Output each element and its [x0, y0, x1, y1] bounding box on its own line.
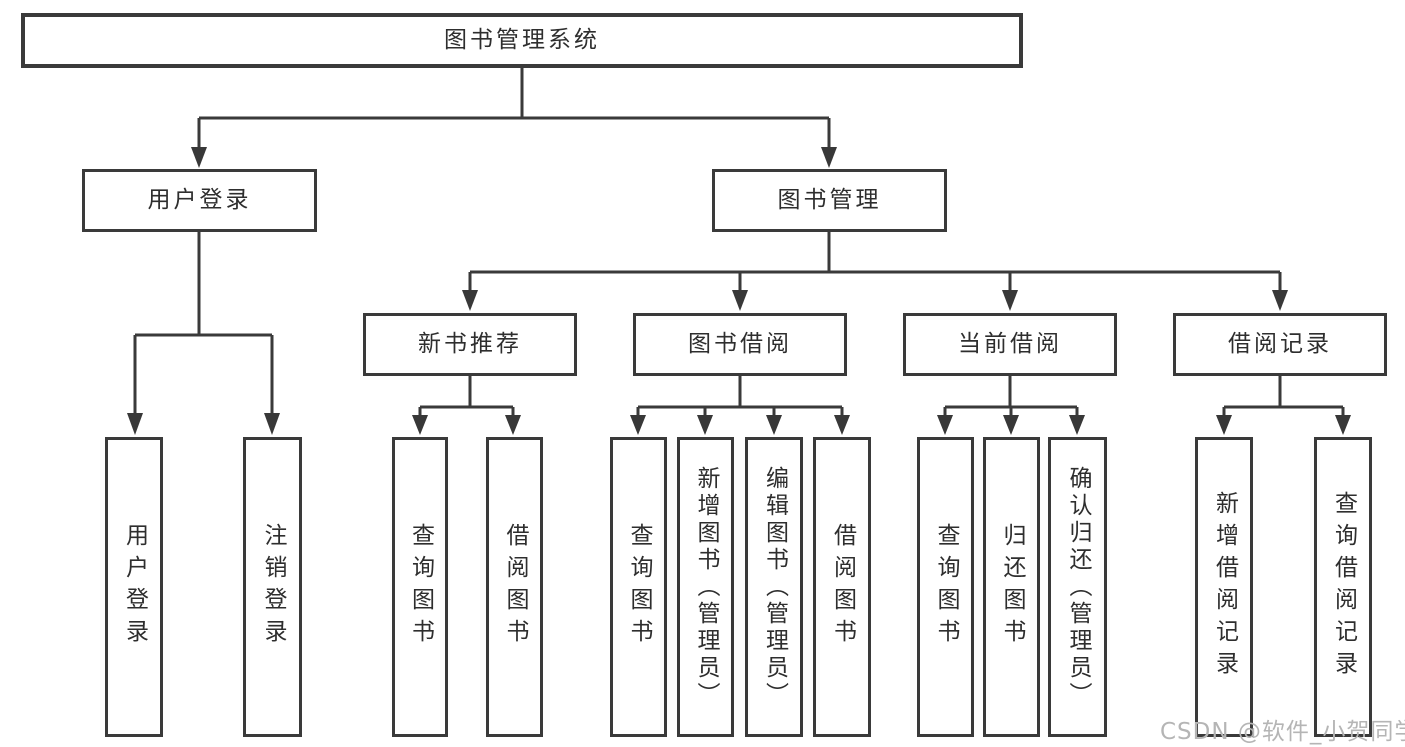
leaf-edit-book-admin: 编辑图书（管理员）	[745, 437, 803, 737]
leaf-borrow-books: 借阅图书	[813, 437, 871, 737]
node-borrowing-records: 借阅记录	[1173, 313, 1387, 376]
node-label: 借阅图书	[502, 523, 528, 651]
node-label: 归还图书	[999, 523, 1025, 651]
node-label: 图书借阅	[688, 331, 792, 357]
leaf-return-books: 归还图书	[983, 437, 1040, 737]
leaf-add-borrow-record: 新增借阅记录	[1195, 437, 1253, 737]
node-label: 图书管理系统	[444, 27, 600, 53]
node-label: 查询图书	[933, 523, 959, 651]
node-user-login: 用户登录	[82, 169, 317, 232]
node-book-borrowing: 图书借阅	[633, 313, 847, 376]
node-label: 用户登录	[147, 187, 252, 213]
leaf-query-books-borrow: 查询图书	[610, 437, 667, 737]
node-label: 用户登录	[121, 523, 148, 651]
leaf-query-books-recommend: 查询图书	[392, 437, 448, 737]
node-library-management-system: 图书管理系统	[21, 13, 1023, 68]
node-label: 查询借阅记录	[1330, 491, 1357, 683]
node-label: 借阅图书	[829, 523, 856, 651]
node-label: 编辑图书（管理员）	[761, 465, 788, 709]
node-label: 新增图书（管理员）	[693, 465, 719, 709]
node-label: 注销登录	[260, 523, 286, 651]
node-current-borrowing: 当前借阅	[903, 313, 1117, 376]
node-label: 当前借阅	[958, 331, 1062, 357]
leaf-query-books-current: 查询图书	[917, 437, 974, 737]
leaf-user-login: 用户登录	[105, 437, 163, 737]
node-label: 查询图书	[407, 523, 434, 651]
node-label: 借阅记录	[1228, 331, 1332, 357]
node-label: 新增借阅记录	[1211, 491, 1238, 683]
leaf-query-borrow-record: 查询借阅记录	[1314, 437, 1372, 737]
node-label: 查询图书	[626, 523, 652, 651]
csdn-watermark: CSDN @软件_小贺同学	[1160, 719, 1405, 745]
node-label: 确认归还（管理员）	[1065, 465, 1091, 709]
node-label: 新书推荐	[418, 331, 522, 357]
leaf-borrow-books-recommend: 借阅图书	[486, 437, 543, 737]
node-new-book-recommendation: 新书推荐	[363, 313, 577, 376]
leaf-logout: 注销登录	[243, 437, 302, 737]
node-label: 图书管理	[777, 187, 882, 213]
leaf-add-book-admin: 新增图书（管理员）	[677, 437, 734, 737]
leaf-confirm-return-admin: 确认归还（管理员）	[1048, 437, 1107, 737]
node-book-management: 图书管理	[712, 169, 947, 232]
